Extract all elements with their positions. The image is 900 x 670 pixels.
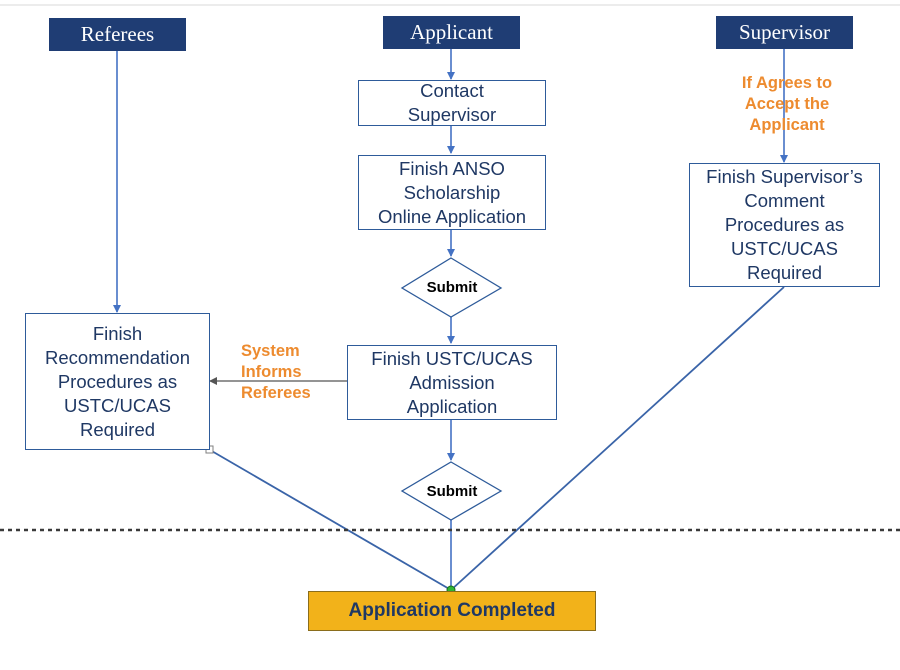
note-system-informs-referees: System Informs Referees xyxy=(241,342,311,402)
lane-header-referees: Referees xyxy=(49,18,186,51)
step-finish-admission-application: Finish USTC/UCAS Admission Application xyxy=(347,345,557,420)
final-application-completed: Application Completed xyxy=(308,591,596,631)
submit-label-2: Submit xyxy=(426,482,478,500)
submit-label-1: Submit xyxy=(426,279,478,296)
step-finish-anso-application: Finish ANSO Scholarship Online Applicati… xyxy=(358,155,546,230)
submit-diamond-1 xyxy=(400,257,503,318)
step-finish-supervisor-comment: Finish Supervisor’s Comment Procedures a… xyxy=(689,163,880,287)
line-recommendation-to-final xyxy=(209,449,452,591)
line-comment-to-final xyxy=(450,286,785,591)
step-contact-supervisor: Contact Supervisor xyxy=(358,80,546,126)
lane-header-applicant: Applicant xyxy=(383,16,520,49)
submit-diamond-2 xyxy=(400,461,503,521)
step-finish-recommendation: Finish Recommendation Procedures as USTC… xyxy=(25,313,210,450)
note-supervisor-condition: If Agrees to Accept the Applicant xyxy=(741,74,833,134)
lane-header-supervisor: Supervisor xyxy=(716,16,853,49)
